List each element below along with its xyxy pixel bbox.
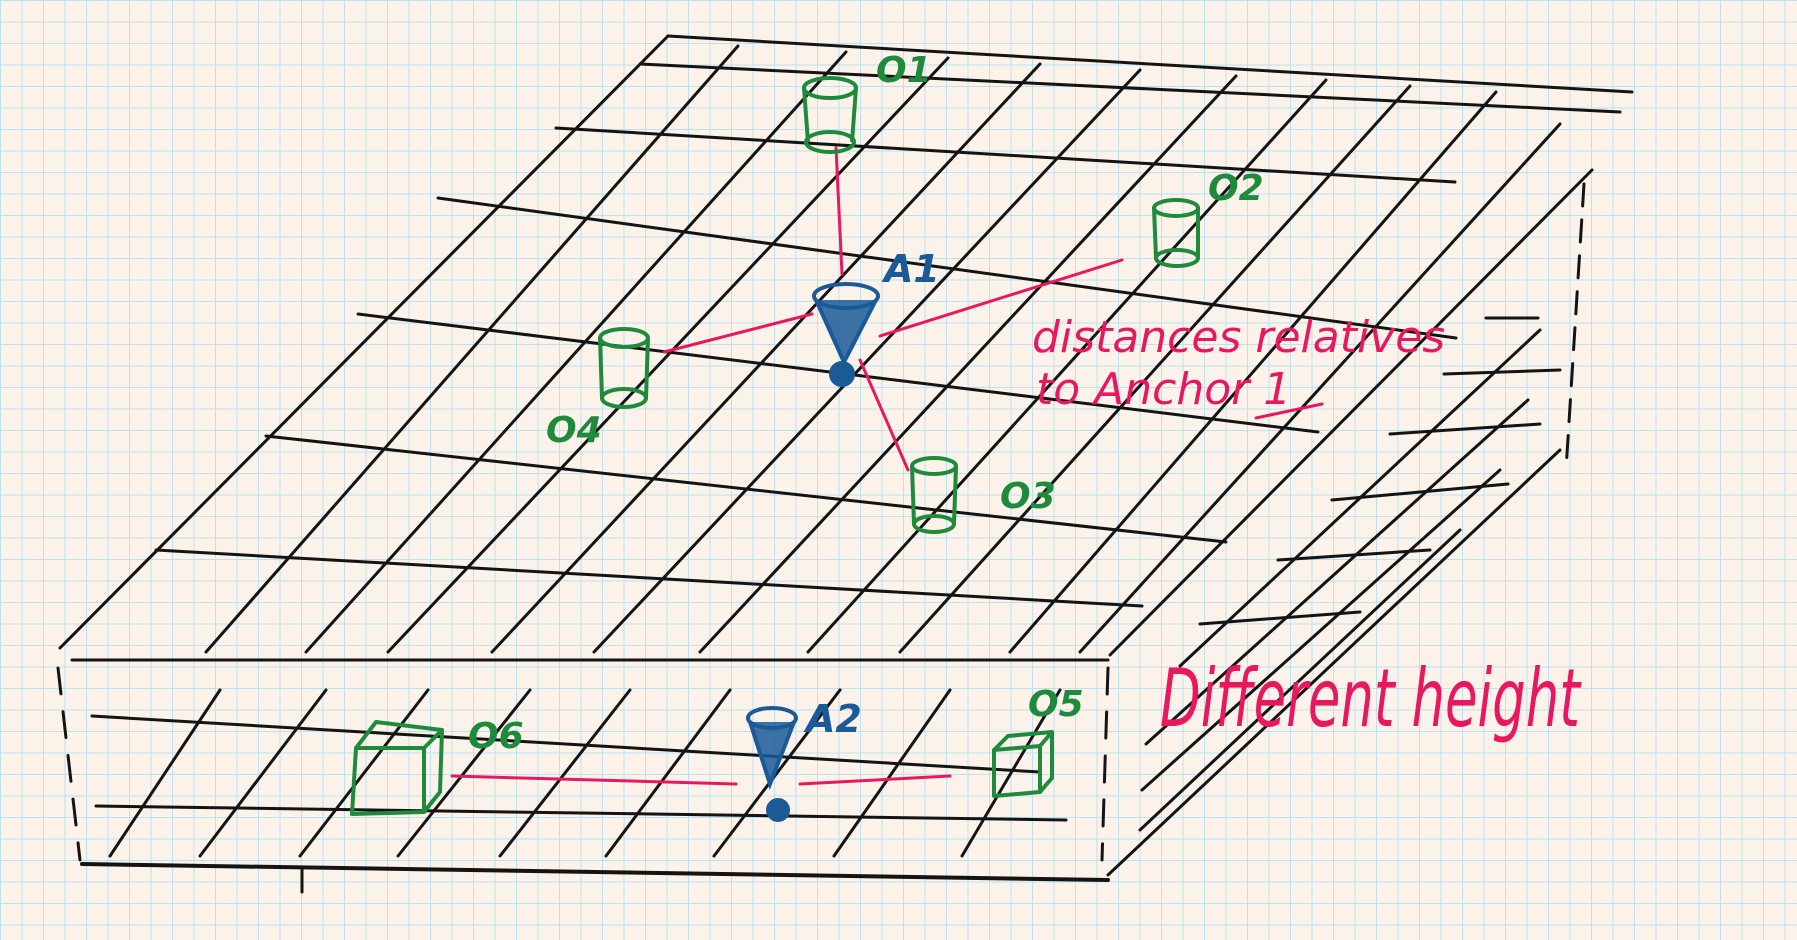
- note-different-height: Different height: [1160, 652, 1582, 745]
- object-o6: [350, 720, 444, 816]
- top-side-d4: [1138, 528, 1462, 832]
- object-o2: [1152, 198, 1200, 268]
- distance-lines: [450, 146, 1324, 786]
- note-distances-line2: to Anchor 1: [1036, 364, 1291, 415]
- bottom-grid-d3: [298, 688, 430, 858]
- top-slab-right-dash: [1564, 182, 1586, 472]
- top-grid-d4: [490, 62, 1042, 654]
- top-side-h2: [1442, 368, 1562, 376]
- object-o4: [598, 327, 650, 409]
- top-side-d1: [1178, 328, 1542, 668]
- top-side-h3: [1388, 422, 1542, 436]
- object-o5: [992, 730, 1054, 798]
- top-side-d3: [1140, 468, 1502, 792]
- bottom-slab-left-dash: [56, 666, 82, 862]
- top-slab-back-edge: [666, 34, 1634, 94]
- top-grid-d2: [304, 50, 848, 654]
- bottom-grid-h1: [90, 714, 1042, 774]
- anchor-a2: [746, 706, 798, 822]
- bottom-slab-right-dash: [1100, 666, 1110, 862]
- link-a1-o4: [662, 312, 814, 354]
- bottom-grid-d5: [498, 688, 632, 858]
- bottom-grid-d9: [960, 688, 1062, 858]
- top-slab-right-bottom: [1106, 448, 1562, 877]
- top-slab: [58, 34, 1634, 877]
- top-grid-h2: [554, 126, 1457, 184]
- bottom-grid-h2: [94, 804, 1068, 822]
- object-o3: [910, 456, 958, 534]
- top-grid-d6: [698, 74, 1238, 654]
- bottom-grid-d8: [832, 688, 952, 858]
- label-o6: O6: [468, 716, 524, 757]
- top-grid-d8: [898, 84, 1412, 654]
- bottom-grid-d6: [604, 688, 732, 858]
- label-o5: O5: [1028, 684, 1084, 725]
- top-side-d2: [1144, 398, 1530, 746]
- object-o1: [802, 76, 858, 154]
- label-o4: O4: [546, 410, 602, 451]
- link-a1-o2: [878, 258, 1124, 338]
- top-grid-d7: [806, 78, 1328, 654]
- label-o3: O3: [1000, 476, 1056, 517]
- link-a2-o6: [450, 774, 738, 786]
- note-underline: [1254, 402, 1324, 420]
- link-a1-o3: [858, 358, 910, 472]
- top-slab-left-edge: [58, 34, 670, 650]
- bottom-grid-d4: [396, 688, 532, 858]
- top-grid-d5: [592, 68, 1142, 654]
- top-grid-d1: [204, 44, 740, 654]
- link-a2-o5: [798, 774, 952, 786]
- bottom-grid-d7: [712, 688, 842, 858]
- label-a2: A2: [803, 697, 862, 741]
- top-grid-d3: [386, 56, 950, 654]
- bottom-slab-bottom-edge: [80, 862, 1110, 882]
- bottom-grid-d2: [198, 688, 328, 858]
- top-grid-d10: [1078, 122, 1562, 654]
- anchor-a1: [812, 282, 880, 387]
- link-a1-o1: [834, 146, 844, 276]
- label-a1: A1: [881, 247, 940, 291]
- bottom-grid-d1: [108, 688, 222, 858]
- top-grid-d9: [1008, 90, 1498, 654]
- top-grid-h1: [638, 62, 1622, 114]
- note-distances-line1: distances relatives: [1032, 312, 1445, 363]
- top-grid-h6: [154, 548, 1144, 608]
- bottom-slab: [56, 666, 1110, 894]
- label-o1: O1: [876, 50, 932, 91]
- top-slab-right-edge: [1108, 168, 1594, 657]
- label-o2: O2: [1208, 168, 1264, 209]
- top-grid-h3: [436, 196, 1458, 340]
